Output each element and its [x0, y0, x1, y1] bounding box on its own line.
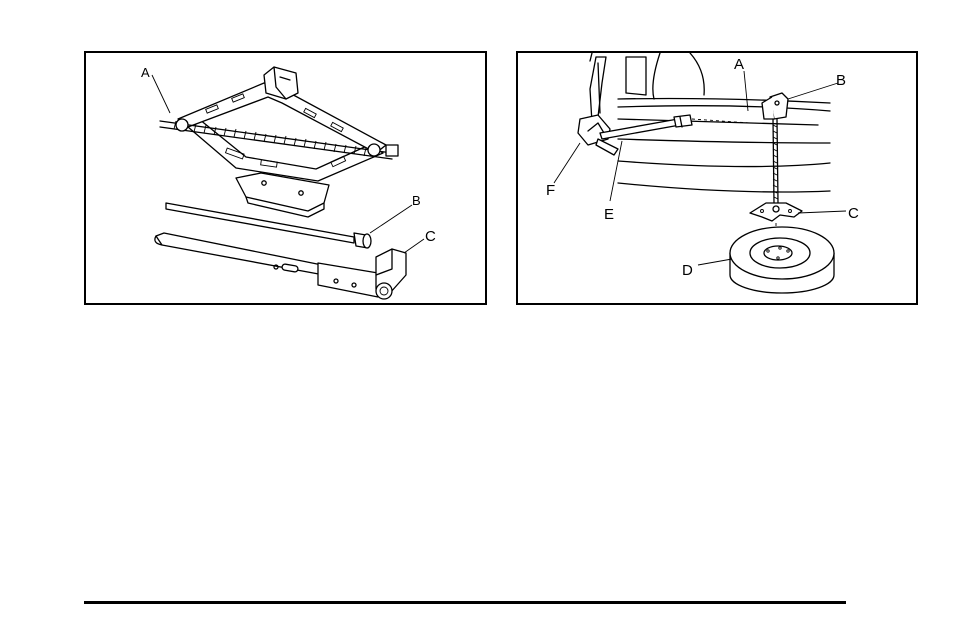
jack-saddle: [264, 67, 298, 99]
leader-f: [554, 143, 580, 183]
hoist-b: [762, 93, 788, 119]
leader-a: [152, 75, 170, 113]
figure-spare-tire-lowering: A B C D E F: [516, 51, 918, 305]
leader-c: [404, 239, 424, 253]
leader-d: [698, 259, 732, 265]
label-c: C: [425, 228, 436, 245]
label-e: E: [604, 206, 614, 223]
label-b: B: [412, 193, 421, 208]
label-a: A: [734, 56, 744, 73]
label-c: C: [848, 205, 859, 222]
spare-tire-illustration: A B C D E F: [518, 53, 920, 307]
spare-tire-d: [730, 227, 834, 293]
vehicle-rear: [590, 53, 830, 192]
figure-jack-tools: A B C: [84, 51, 487, 305]
label-f: F: [546, 182, 555, 199]
label-d: D: [682, 262, 693, 279]
wrench-handle-f: [578, 57, 618, 155]
jack-tools-illustration: A B C: [86, 53, 489, 307]
footer-rule: [84, 601, 846, 604]
leader-b: [370, 205, 412, 233]
leader-a: [744, 71, 748, 111]
leader-b: [788, 83, 838, 99]
hoist-cable: [773, 119, 778, 203]
label-b: B: [836, 72, 846, 89]
leader-c: [798, 211, 846, 213]
label-a: A: [141, 65, 150, 80]
